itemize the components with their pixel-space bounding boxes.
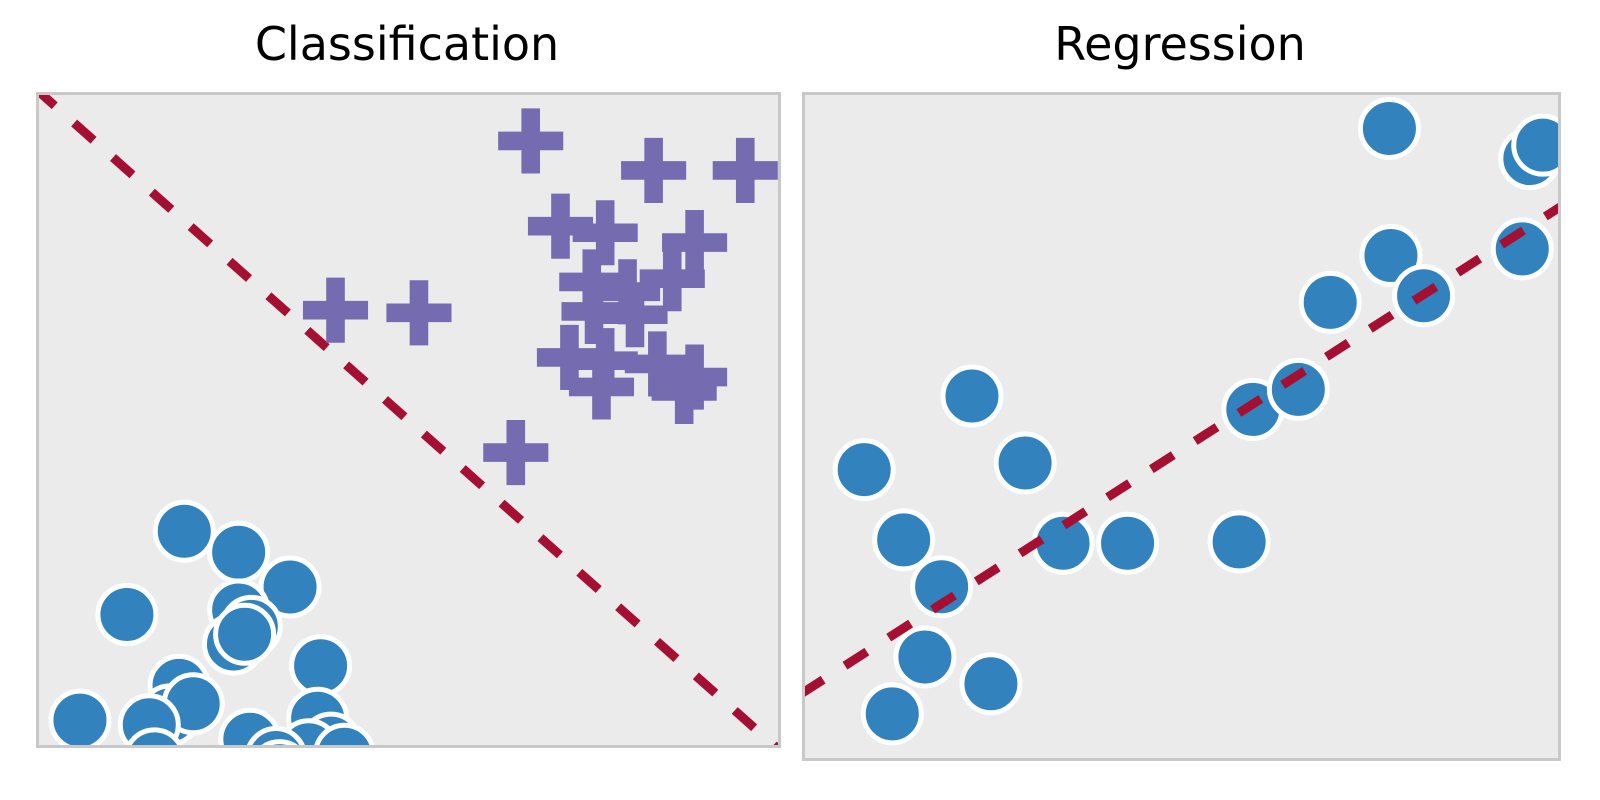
data-point-circle bbox=[1298, 270, 1362, 334]
data-point-plus bbox=[712, 137, 778, 203]
data-point-circle bbox=[993, 431, 1057, 495]
data-point-circle bbox=[860, 682, 924, 746]
data-point-circle bbox=[959, 652, 1023, 716]
data-point-plus bbox=[624, 331, 690, 397]
data-point-plus bbox=[386, 280, 452, 346]
data-point-plus bbox=[651, 358, 717, 425]
data-point-circle bbox=[1207, 510, 1271, 574]
data-point-circle bbox=[1511, 113, 1558, 177]
data-point-circle bbox=[314, 722, 375, 745]
data-point-plus bbox=[498, 108, 564, 174]
data-point-circle bbox=[289, 634, 353, 698]
marker-layer bbox=[832, 96, 1558, 746]
data-point-circle bbox=[893, 625, 957, 689]
data-point-plus bbox=[536, 324, 602, 390]
series-class-1 bbox=[302, 108, 778, 486]
marker-layer bbox=[48, 108, 778, 745]
data-point-circle bbox=[1357, 96, 1421, 160]
regression-plot-area bbox=[805, 96, 1558, 746]
data-point-circle bbox=[940, 364, 1004, 428]
series-observations bbox=[832, 96, 1558, 746]
data-point-plus bbox=[483, 419, 549, 486]
data-point-circle bbox=[1096, 511, 1160, 575]
data-point-plus bbox=[302, 277, 369, 343]
data-point-circle bbox=[95, 583, 159, 647]
data-point-circle bbox=[261, 739, 298, 745]
axes-classification bbox=[36, 92, 781, 748]
panel-regression: Regression bbox=[799, 18, 1561, 761]
data-point-circle bbox=[213, 602, 277, 666]
data-point-plus bbox=[662, 344, 728, 410]
series-class-0 bbox=[48, 499, 375, 745]
data-point-plus bbox=[561, 278, 627, 345]
data-point-plus bbox=[639, 246, 705, 312]
data-point-plus bbox=[568, 354, 635, 420]
data-point-circle bbox=[1490, 217, 1554, 281]
data-point-circle bbox=[207, 520, 271, 584]
decision-boundary-0 bbox=[39, 95, 778, 745]
panel-title-classification: Classification bbox=[254, 17, 560, 71]
data-point-plus bbox=[527, 193, 594, 259]
data-point-plus bbox=[621, 137, 687, 203]
data-point-circle bbox=[832, 438, 896, 502]
classification-plot-area bbox=[39, 95, 778, 745]
data-point-circle bbox=[1266, 357, 1330, 421]
data-point-plus bbox=[662, 210, 728, 276]
panel-classification: Classification bbox=[33, 18, 781, 748]
data-point-circle bbox=[258, 555, 322, 619]
annotation-layer bbox=[39, 95, 778, 745]
data-point-circle bbox=[48, 688, 112, 745]
data-point-circle bbox=[910, 555, 974, 619]
data-point-plus bbox=[602, 282, 668, 348]
data-point-circle bbox=[126, 727, 183, 745]
axes-regression bbox=[802, 92, 1561, 761]
data-point-plus bbox=[572, 200, 638, 266]
data-point-circle bbox=[152, 499, 216, 563]
data-point-circle bbox=[872, 508, 936, 572]
panel-title-regression: Regression bbox=[1054, 17, 1306, 71]
